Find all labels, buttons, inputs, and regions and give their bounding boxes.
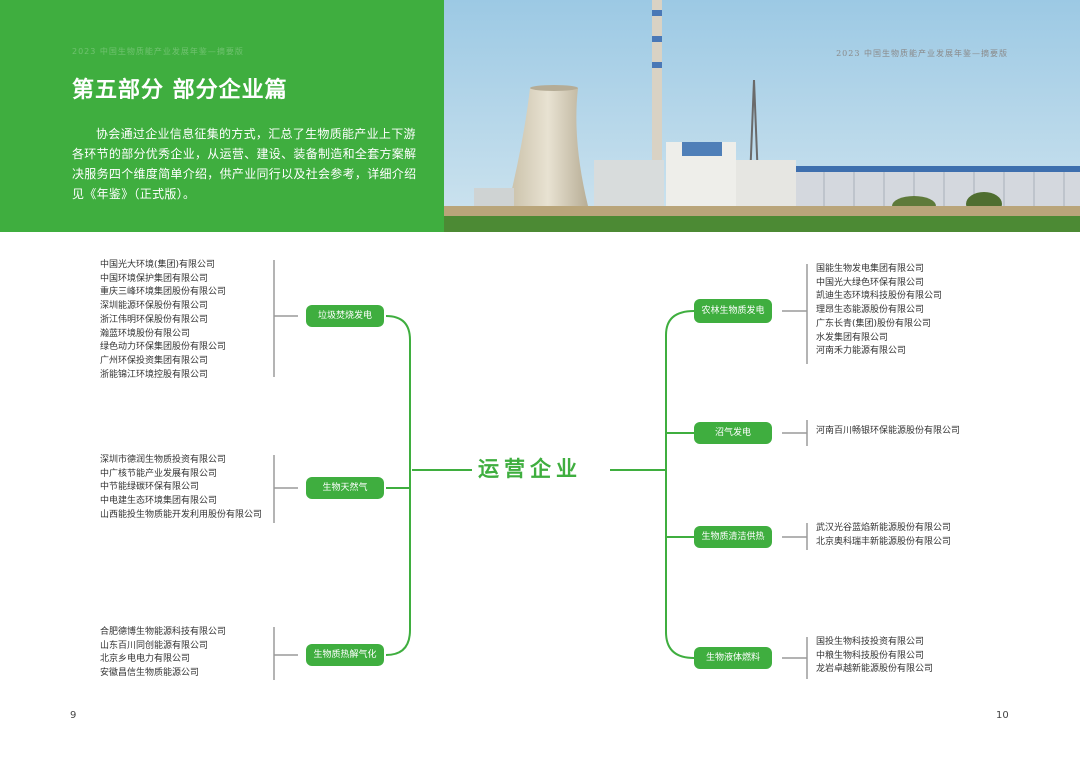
company-name: 中节能绿碳环保有限公司 <box>100 482 200 493</box>
page-number-right: 10 <box>996 710 1009 721</box>
company-name: 深圳市德润生物质投资有限公司 <box>100 455 227 465</box>
category-pill: 生物质热解气化 <box>306 644 384 666</box>
company-name: 河南禾力能源有限公司 <box>816 346 907 357</box>
company-name: 中国光大绿色环保有限公司 <box>816 277 925 288</box>
company-list-biogas-power: 河南百川畅银环保能源股份有限公司 <box>816 425 980 439</box>
company-name: 北京乡电电力有限公司 <box>100 654 191 665</box>
company-name: 绿色动力环保集团股份有限公司 <box>100 342 227 353</box>
company-list-liquid-fuel: 国投生物科技投资有限公司 中粮生物科技股份有限公司 龙岩卓越新能源股份有限公司 <box>816 636 980 677</box>
company-name: 中粮生物科技股份有限公司 <box>816 650 925 661</box>
category-pill: 生物天然气 <box>306 477 384 499</box>
company-name: 浙能锦江环境控股有限公司 <box>100 369 209 380</box>
company-list-gasification: 合肥德博生物能源科技有限公司 山东百川同创能源有限公司 北京乡电电力有限公司 安… <box>100 626 264 681</box>
company-list-clean-heating: 武汉光谷蓝焰新能源股份有限公司 北京奥科瑞丰新能源股份有限公司 <box>816 522 980 549</box>
company-name: 广东长青(集团)股份有限公司 <box>816 318 932 329</box>
company-name: 国能生物发电集团有限公司 <box>816 264 925 274</box>
page-number-left: 9 <box>70 710 77 721</box>
company-name: 武汉光谷蓝焰新能源股份有限公司 <box>816 523 952 533</box>
company-name: 北京奥科瑞丰新能源股份有限公司 <box>816 536 952 547</box>
company-name: 中电建生态环境集团有限公司 <box>100 496 218 507</box>
company-name: 深圳能源环保股份有限公司 <box>100 301 209 312</box>
company-list-biogas: 深圳市德润生物质投资有限公司 中广核节能产业发展有限公司 中节能绿碳环保有限公司… <box>100 454 264 523</box>
company-name: 广州环保投资集团有限公司 <box>100 355 209 366</box>
category-pill: 沼气发电 <box>694 422 772 444</box>
company-name: 凯迪生态环境科技股份有限公司 <box>816 291 943 302</box>
company-name: 安徽昌信生物质能源公司 <box>100 668 200 679</box>
company-name: 国投生物科技投资有限公司 <box>816 637 925 647</box>
company-name: 水发集团有限公司 <box>816 332 889 343</box>
company-name: 合肥德博生物能源科技有限公司 <box>100 627 227 637</box>
category-pill: 生物质清洁供热 <box>694 526 772 548</box>
power-plant-photo <box>444 0 1080 232</box>
company-name: 山东百川同创能源有限公司 <box>100 640 209 651</box>
company-name: 中国光大环境(集团)有限公司 <box>100 260 216 270</box>
company-name: 山西能投生物质能开发利用股份有限公司 <box>100 509 263 520</box>
running-book-title: 2023 中国生物质能产业发展年鉴—摘要版 <box>836 49 1008 58</box>
company-name: 龙岩卓越新能源股份有限公司 <box>816 664 934 675</box>
company-name: 河南百川畅银环保能源股份有限公司 <box>816 426 961 436</box>
company-name: 中广核节能产业发展有限公司 <box>100 468 218 479</box>
company-name: 浙江伟明环保股份有限公司 <box>100 314 209 325</box>
company-list-agroforestry-power: 国能生物发电集团有限公司 中国光大绿色环保有限公司 凯迪生态环境科技股份有限公司… <box>816 263 980 359</box>
category-pill: 农林生物质发电 <box>694 299 772 323</box>
category-pill: 垃圾焚烧发电 <box>306 305 384 327</box>
company-name: 中国环境保护集团有限公司 <box>100 273 209 284</box>
company-name: 理昂生态能源股份有限公司 <box>816 305 925 316</box>
company-name: 重庆三峰环境集团股份有限公司 <box>100 287 227 298</box>
intro-paragraph: 协会通过企业信息征集的方式，汇总了生物质能产业上下游各环节的部分优秀企业，从运营… <box>72 127 417 201</box>
section-title: 第五部分 部分企业篇 <box>72 78 288 103</box>
center-label: 运营企业 <box>478 457 582 481</box>
company-name: 瀚蓝环境股份有限公司 <box>100 328 191 339</box>
category-pill: 生物液体燃料 <box>694 647 772 669</box>
header-banner <box>0 0 444 232</box>
faint-running-title: 2023 中国生物质能产业发展年鉴—摘要版 <box>72 47 244 56</box>
company-list-waste-to-energy: 中国光大环境(集团)有限公司 中国环境保护集团有限公司 重庆三峰环境集团股份有限… <box>100 259 264 382</box>
